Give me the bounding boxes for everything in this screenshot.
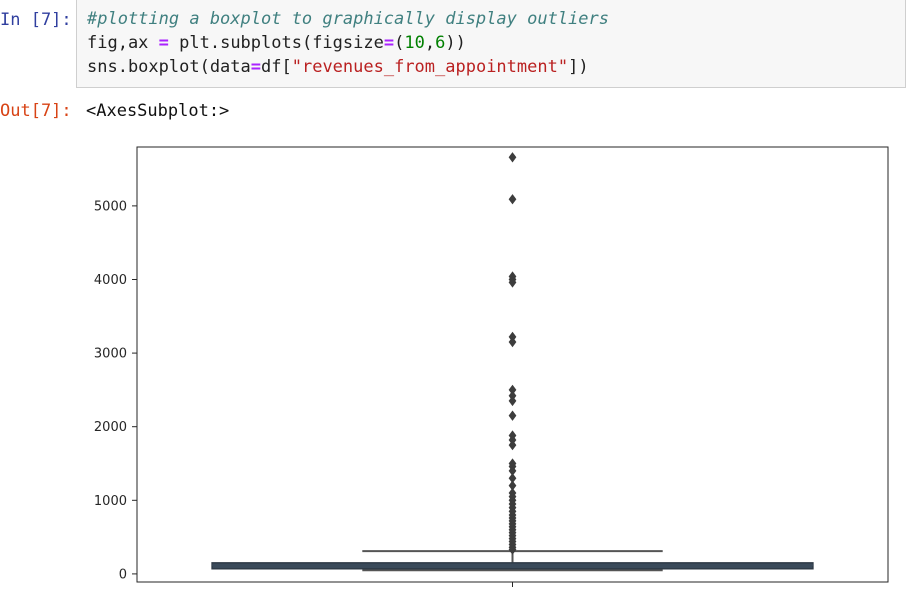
code-operator: = — [250, 57, 262, 77]
outlier-point — [508, 152, 517, 163]
input-prompt: In [7]: — [0, 10, 72, 30]
outlier-point — [508, 336, 517, 348]
y-tick-label: 1000 — [94, 494, 127, 509]
code-comment: #plotting a boxplot to graphically displ… — [87, 9, 609, 29]
code-token: )) — [445, 33, 466, 53]
code-line-2: fig,ax = plt.subplots(figsize=(10,6)) — [87, 32, 466, 55]
outlier-point — [508, 410, 517, 421]
code-token: sns.boxplot(data — [87, 57, 251, 77]
outlier-point — [508, 194, 517, 205]
y-tick-label: 2000 — [94, 420, 127, 435]
code-number: 10 — [404, 33, 425, 53]
outlier-point — [508, 544, 517, 555]
outlier-point — [508, 439, 517, 451]
code-token: plt.subplots(figsize — [168, 33, 384, 53]
output-text: <AxesSubplot:> — [86, 101, 230, 121]
code-token: ( — [394, 33, 405, 53]
y-tick-label: 5000 — [94, 199, 127, 214]
outlier-point — [508, 395, 517, 407]
code-line-1: #plotting a boxplot to graphically displ… — [87, 8, 609, 31]
code-number: 6 — [435, 33, 446, 53]
code-token: ]) — [568, 57, 589, 77]
code-token: , — [424, 33, 436, 53]
code-input-area[interactable]: #plotting a boxplot to graphically displ… — [76, 0, 906, 88]
code-operator: = — [158, 33, 169, 53]
outlier-group — [508, 152, 517, 555]
boxplot-chart: 0 1000 2000 3000 4000 5000 — [94, 146, 889, 587]
code-operator: = — [383, 33, 395, 53]
code-string: "revenues_from_appointment" — [291, 57, 569, 77]
y-tick-label: 4000 — [94, 273, 127, 288]
output-prompt: Out[7]: — [0, 101, 72, 121]
y-tick-label: 0 — [119, 567, 127, 582]
outlier-point — [508, 277, 517, 288]
code-line-3: sns.boxplot(data=df["revenues_from_appoi… — [87, 56, 589, 79]
code-token: fig,ax — [87, 33, 159, 53]
y-axis: 0 1000 2000 3000 4000 5000 — [94, 199, 513, 587]
code-token: df[ — [261, 57, 292, 77]
y-tick-label: 3000 — [94, 347, 127, 362]
